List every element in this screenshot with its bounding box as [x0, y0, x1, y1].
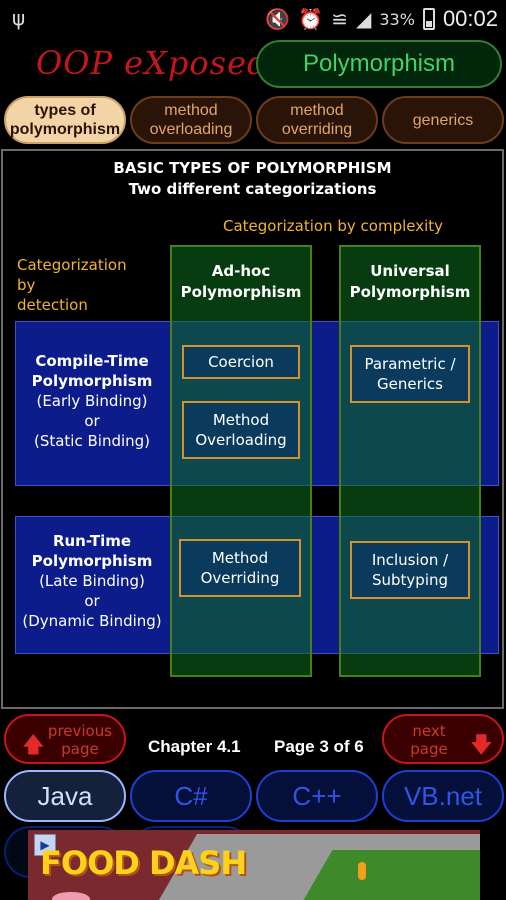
compile-time-heading-line1: Compile-Time	[35, 352, 149, 370]
topic-tabs: types of polymorphism method overloading m…	[4, 96, 504, 144]
lang-java-button[interactable]: Java	[4, 770, 126, 822]
universal-heading-line1: Universal	[370, 262, 450, 280]
diagram-title: BASIC TYPES OF POLYMORPHISM	[113, 159, 392, 177]
previous-label-line1: previous	[47, 722, 113, 740]
usb-icon: ψ	[12, 6, 26, 30]
tab-label-line2: overloading	[149, 121, 233, 138]
run-time-heading-line3: (Late Binding)	[39, 572, 145, 590]
coercion-label: Coercion	[208, 353, 274, 371]
method-overloading-line2: Overloading	[195, 431, 287, 449]
tab-method-overriding[interactable]: method overriding	[256, 96, 378, 144]
universal-heading-line2: Polymorphism	[349, 283, 471, 301]
detection-label-line1: Categorization	[17, 256, 127, 274]
next-label-line1: next	[412, 722, 446, 740]
ad-choices-icon[interactable]: ▶	[34, 834, 56, 856]
diagram-subtitle: Two different categorizations	[128, 180, 377, 198]
ad-title: FOOD DASH	[40, 844, 247, 882]
run-time-heading-line4: or	[84, 592, 100, 610]
run-time-heading: Run-Time Polymorphism (Late Binding) or …	[17, 531, 167, 631]
detection-label-line3: detection	[17, 296, 88, 314]
inclusion-subtyping-box[interactable]: Inclusion / Subtyping	[350, 541, 470, 599]
parametric-generics-box[interactable]: Parametric / Generics	[350, 345, 470, 403]
topic-button[interactable]: Polymorphism	[256, 40, 502, 88]
tab-label: generics	[412, 111, 474, 129]
run-time-heading-line2: Polymorphism	[31, 552, 153, 570]
tab-label-line2: overriding	[281, 121, 353, 138]
next-label-line2: page	[410, 740, 448, 758]
ad-grass-graphic	[303, 850, 480, 900]
clock: 00:02	[442, 6, 498, 31]
method-overriding-line2: Overriding	[200, 569, 280, 587]
battery-percent: 33%	[379, 9, 415, 29]
coercion-box[interactable]: Coercion	[182, 345, 300, 379]
compile-time-heading-line5: (Static Binding)	[33, 432, 151, 450]
compile-time-heading-line4: or	[84, 412, 100, 430]
ad-hoc-heading-line1: Ad-hoc	[211, 262, 271, 280]
arrow-up-icon: 🡅	[22, 733, 45, 758]
battery-icon	[422, 8, 435, 30]
status-bar: ψ 🔇 ⏰ ≌ ◢ 33% 00:02	[0, 0, 506, 38]
previous-page-button[interactable]: 🡅 previous page	[4, 714, 126, 764]
detection-label: Categorization by detection	[17, 255, 127, 315]
lang-csharp-button[interactable]: C#	[130, 770, 252, 822]
tab-method-overloading[interactable]: method overloading	[130, 96, 252, 144]
universal-heading: Universal Polymorphism	[339, 261, 481, 303]
app-logo: OOP eXposed	[36, 44, 269, 82]
tab-label-line2: polymorphism	[9, 121, 121, 138]
wifi-icon: ≌	[331, 7, 348, 31]
next-page-label: next page	[394, 722, 464, 758]
ad-hoc-heading: Ad-hoc Polymorphism	[170, 261, 312, 303]
next-page-button[interactable]: next page 🡇	[382, 714, 504, 764]
tab-label-line1: method	[290, 102, 344, 119]
ad-banner[interactable]: ▶ FOOD DASH	[28, 830, 480, 900]
inclusion-line2: Subtyping	[371, 571, 449, 589]
compile-time-heading-line3: (Early Binding)	[36, 392, 148, 410]
previous-page-label: previous page	[44, 722, 116, 758]
page-indicator: Page 3 of 6	[274, 737, 364, 756]
tab-generics[interactable]: generics	[382, 96, 504, 144]
compile-time-heading: Compile-Time Polymorphism (Early Binding…	[17, 351, 167, 451]
ad-hoc-heading-line2: Polymorphism	[180, 283, 302, 301]
lang-vbnet-button[interactable]: VB.net	[382, 770, 504, 822]
mute-icon: 🔇	[265, 7, 291, 31]
method-overriding-line1: Method	[211, 549, 269, 567]
universal-column	[339, 245, 481, 677]
ad-character-graphic	[52, 892, 90, 900]
ad-coin-graphic	[358, 862, 366, 880]
run-time-heading-line1: Run-Time	[52, 532, 132, 550]
parametric-line1: Parametric /	[364, 355, 456, 373]
chapter-label: Chapter 4.1	[148, 737, 241, 756]
tab-label-line1: types of	[34, 102, 96, 119]
arrow-down-icon: 🡇	[470, 733, 493, 758]
tab-types-of-polymorphism[interactable]: types of polymorphism	[4, 96, 126, 144]
status-icons: 🔇 ⏰ ≌ ◢ 33% 00:02	[265, 4, 498, 34]
parametric-line2: Generics	[377, 375, 443, 393]
polymorphism-diagram: BASIC TYPES OF POLYMORPHISM Two differen…	[1, 149, 504, 709]
tab-label-line1: method	[164, 102, 218, 119]
detection-label-line2: by	[17, 276, 36, 294]
ad-hoc-column	[170, 245, 312, 677]
inclusion-line1: Inclusion /	[371, 551, 449, 569]
signal-icon: ◢	[355, 7, 372, 31]
compile-time-heading-line2: Polymorphism	[31, 372, 153, 390]
run-time-heading-line5: (Dynamic Binding)	[22, 612, 162, 630]
alarm-icon: ⏰	[298, 7, 324, 31]
lang-cpp-button[interactable]: C++	[256, 770, 378, 822]
complexity-label: Categorization by complexity	[223, 217, 444, 235]
method-overloading-line1: Method	[212, 411, 270, 429]
previous-label-line2: page	[61, 740, 99, 758]
